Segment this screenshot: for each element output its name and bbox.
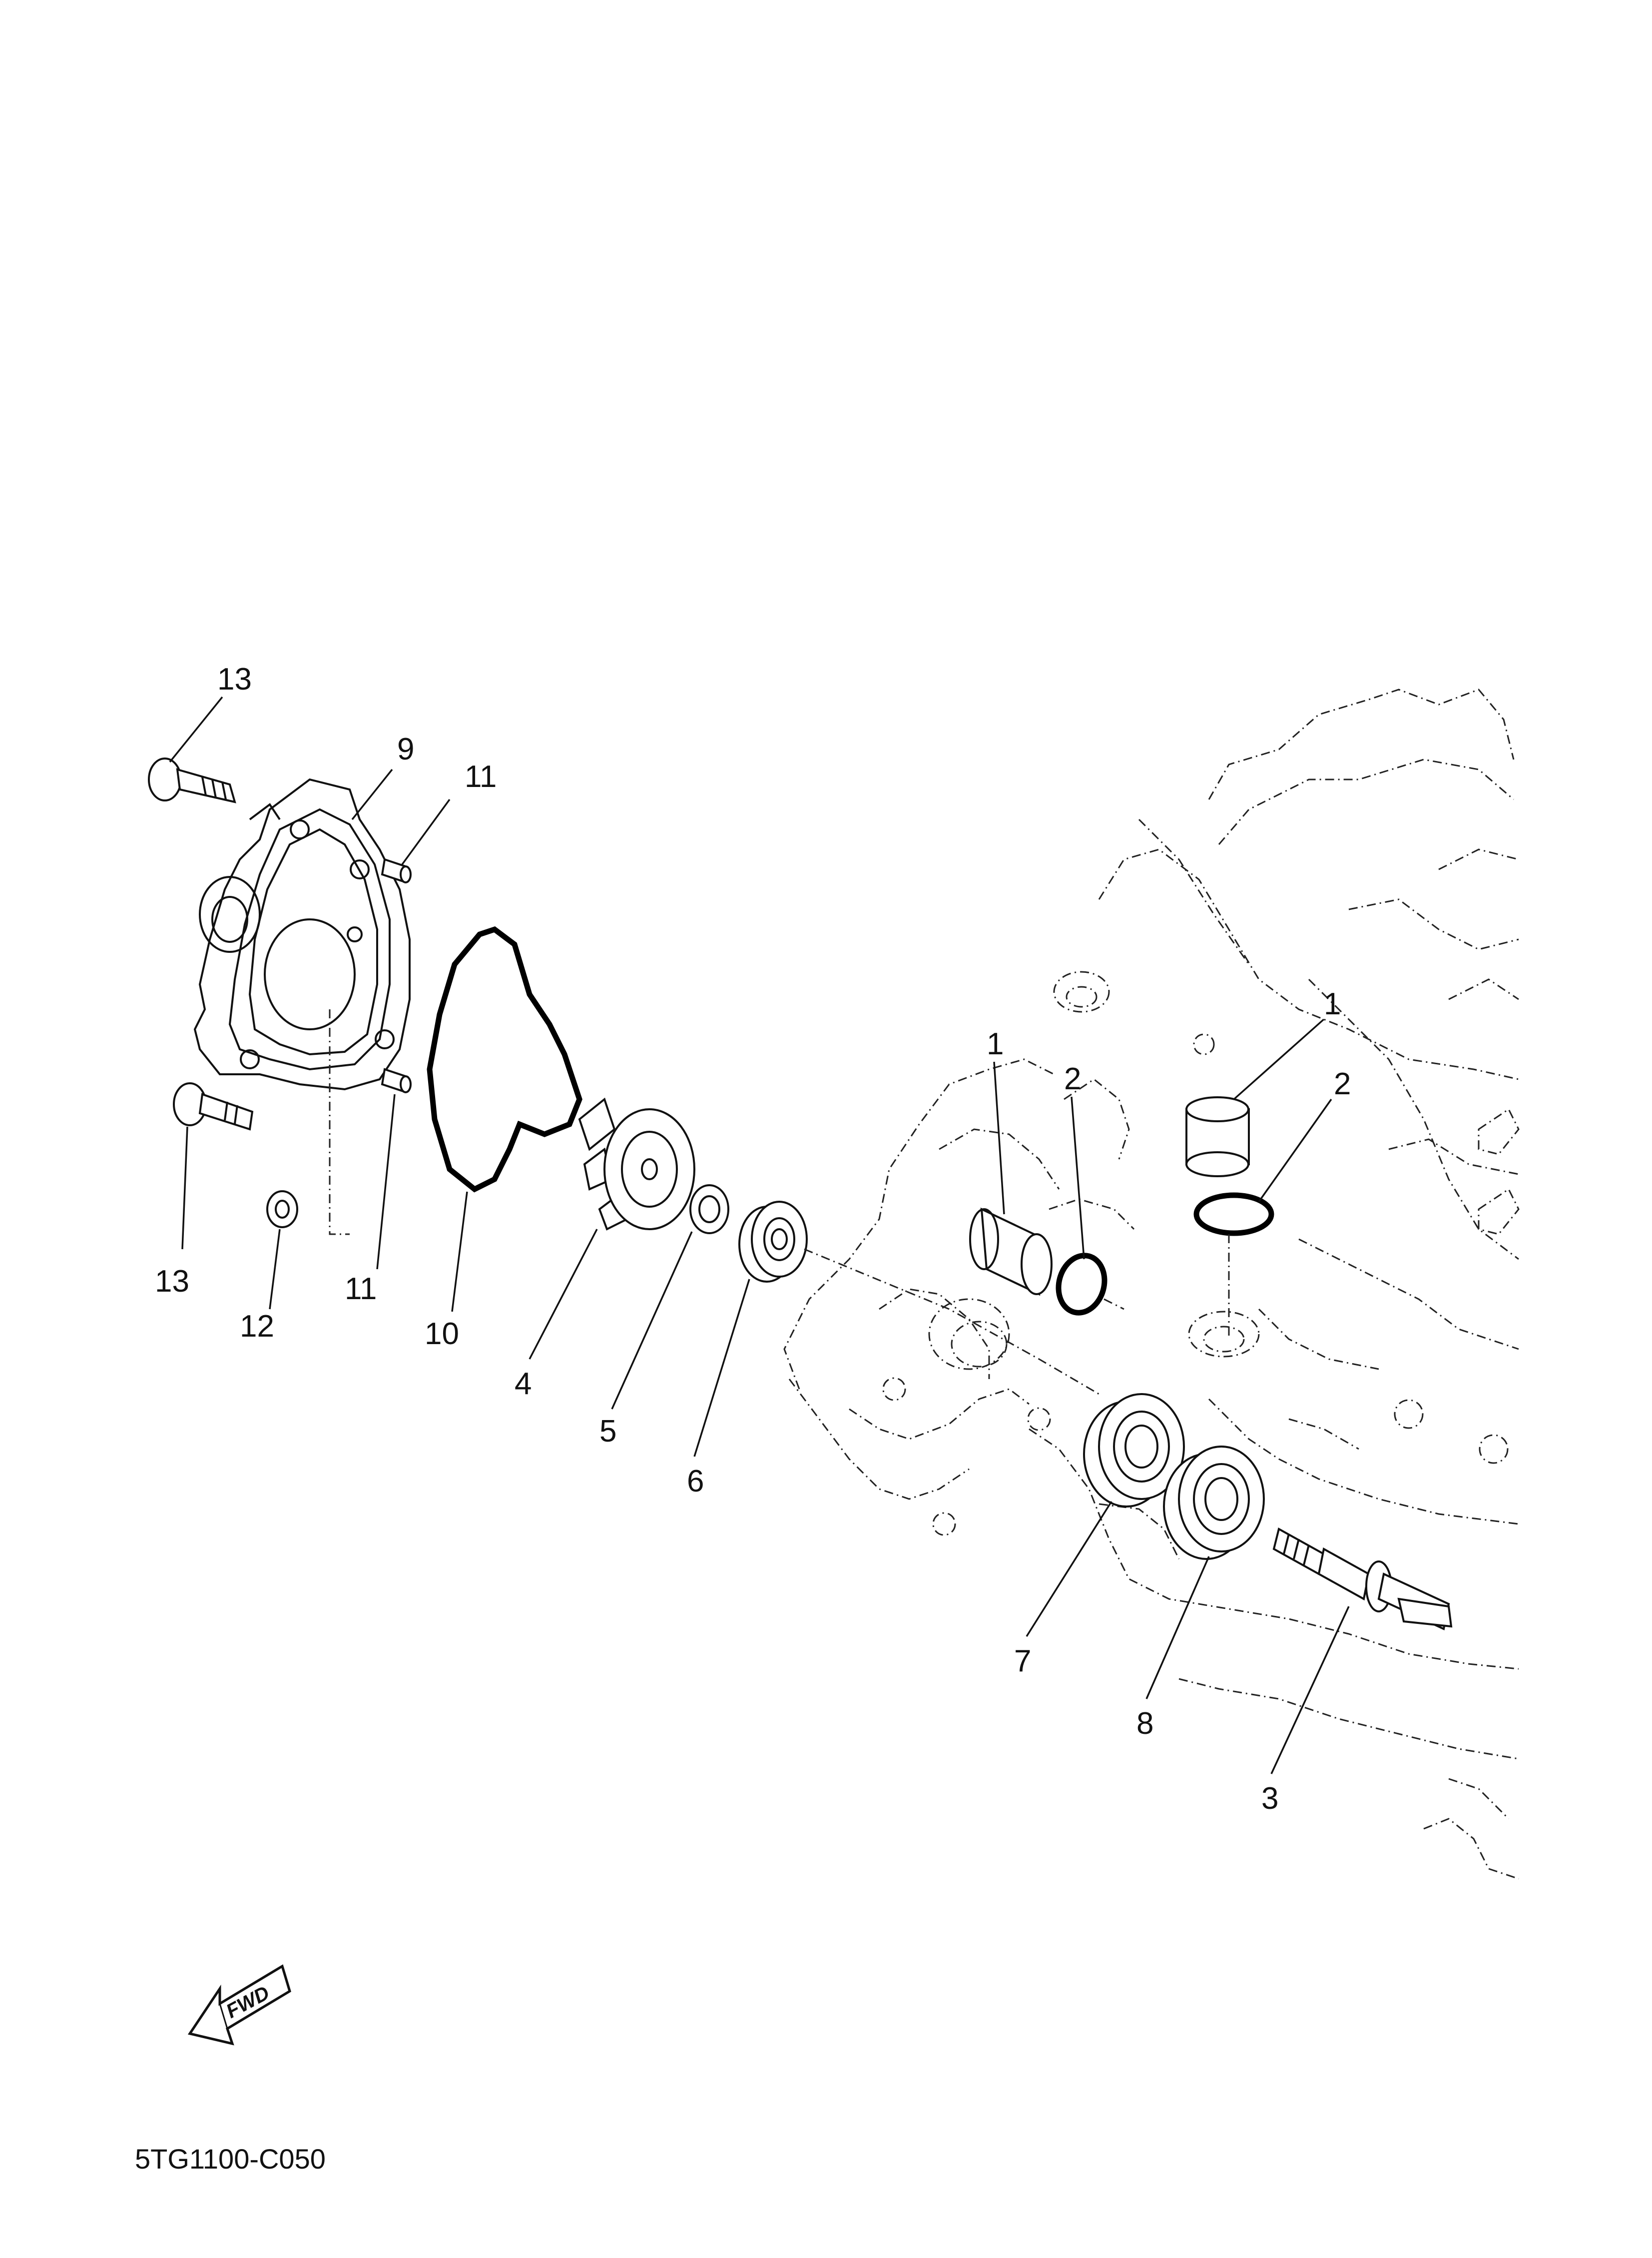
callout-12: 12 bbox=[240, 1309, 274, 1344]
washer-12 bbox=[266, 1190, 298, 1228]
callout-1-right: 1 bbox=[1324, 987, 1341, 1021]
callout-2-right: 2 bbox=[1334, 1067, 1351, 1101]
pump-housing-9 bbox=[193, 778, 411, 1235]
leader-lines bbox=[169, 696, 1350, 1774]
gasket-10 bbox=[427, 926, 582, 1193]
callout-13-upper: 13 bbox=[217, 662, 252, 697]
oil-seal-6 bbox=[738, 1201, 1100, 1395]
callout-11-lower: 11 bbox=[345, 1272, 377, 1306]
o-ring-2-left bbox=[1056, 1253, 1124, 1316]
impeller-shaft-3 bbox=[1272, 1527, 1453, 1630]
callout-5: 5 bbox=[599, 1414, 616, 1449]
callout-9: 9 bbox=[397, 732, 414, 766]
callout-7: 7 bbox=[1014, 1644, 1031, 1678]
collar-1-left bbox=[969, 1207, 1053, 1296]
callout-10: 10 bbox=[425, 1317, 459, 1351]
bearing-7 bbox=[1083, 1393, 1185, 1507]
crankcase-outline bbox=[783, 689, 1520, 1880]
callout-2-left: 2 bbox=[1064, 1062, 1081, 1096]
callout-13-lower: 13 bbox=[155, 1264, 189, 1299]
callout-3: 3 bbox=[1261, 1781, 1278, 1816]
bolt-13-upper bbox=[148, 757, 236, 803]
dowel-pin-11-upper bbox=[381, 858, 412, 883]
collar-1-right bbox=[1185, 1096, 1250, 1177]
dowel-pin-11-lower bbox=[381, 1068, 412, 1093]
callout-8: 8 bbox=[1136, 1706, 1153, 1741]
seal-5 bbox=[689, 1184, 729, 1234]
callout-4: 4 bbox=[515, 1367, 532, 1401]
callout-labels: 13 9 11 13 12 11 10 4 5 6 1 2 1 2 7 8 3 bbox=[155, 662, 1351, 1816]
bolt-13-lower bbox=[173, 1082, 254, 1131]
diagram-code: 5TG1100-C050 bbox=[135, 2143, 326, 2175]
o-ring-2-right bbox=[1193, 1192, 1274, 1339]
bearing-8 bbox=[1163, 1446, 1265, 1560]
impeller-4 bbox=[578, 1097, 695, 1231]
fwd-arrow-icon: FWD bbox=[187, 1964, 291, 2046]
callout-11-upper: 11 bbox=[465, 759, 497, 794]
callout-6: 6 bbox=[687, 1464, 704, 1499]
callout-1-left: 1 bbox=[987, 1027, 1004, 1061]
